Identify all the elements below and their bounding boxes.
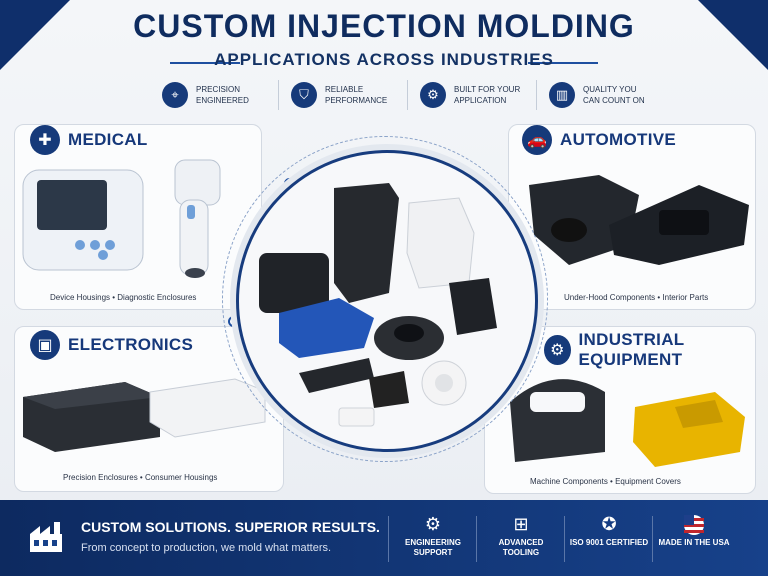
shield-icon: ⛉ [291,82,317,108]
divider [564,516,565,562]
electronics-caption: Precision Enclosures • Consumer Housings [63,473,218,482]
medical-header: ✚ MEDICAL [30,125,148,155]
chart-icon: ▥ [549,82,575,108]
us-flag-icon [654,514,734,538]
feature-strip: ⌖ PRECISION ENGINEERED ⛉ RELIABLE PERFOR… [150,80,650,110]
automotive-caption: Under-Hood Components • Interior Parts [564,293,709,302]
molded-parts-image [259,183,497,427]
footer-badge: ⊞ ADVANCED TOOLING [481,514,561,558]
footer-subtitle: From concept to production, we mold what… [81,542,332,554]
gears-icon: ⚙ [424,514,442,534]
feature-label: BUILT FOR YOUR APPLICATION [454,85,521,105]
footer-badge: ✪ ISO 9001 CERTIFIED [569,514,649,548]
chip-icon: ▣ [30,330,60,360]
certified-icon: ✪ [601,514,617,534]
divider [652,516,653,562]
feature-item: ⌖ PRECISION ENGINEERED [150,80,278,110]
feature-label: PRECISION ENGINEERED [196,85,249,105]
gear-icon: ⚙ [544,335,571,365]
footer-badge: MADE IN THE USA [654,514,734,548]
automotive-card: Under-Hood Components • Interior Parts [508,124,756,310]
divider [388,516,389,562]
industrial-header: ⚙ INDUSTRIAL EQUIPMENT [544,330,768,370]
parts-showcase [236,150,538,452]
footer-title: CUSTOM SOLUTIONS. SUPERIOR RESULTS. [81,519,380,535]
gear-icon: ⚙ [420,82,446,108]
car-icon: 🚗 [522,125,552,155]
feature-label: QUALITY YOU CAN COUNT ON [583,85,645,105]
divider [528,62,598,64]
electronics-title: ELECTRONICS [68,335,194,354]
badge-label: ENGINEERING SUPPORT [404,538,461,557]
automotive-products-image [529,175,749,265]
feature-item: ▥ QUALITY YOU CAN COUNT ON [536,80,665,110]
industrial-caption: Machine Components • Equipment Covers [530,477,681,486]
industrial-products-image [510,379,745,467]
crosshair-icon: ⌖ [162,82,188,108]
divider [170,62,240,64]
footer-badge: ⚙ ENGINEERING SUPPORT [393,514,473,558]
feature-item: ⛉ RELIABLE PERFORMANCE [278,80,407,110]
medical-card: Device Housings • Diagnostic Enclosures [14,124,262,310]
badge-label: ISO 9001 CERTIFIED [569,538,649,547]
feature-item: ⚙ BUILT FOR YOUR APPLICATION [407,80,536,110]
industrial-title: INDUSTRIAL EQUIPMENT [578,330,685,369]
automotive-header: 🚗 AUTOMOTIVE [522,125,676,155]
showcase-ring [222,136,548,462]
medical-cross-icon: ✚ [30,125,60,155]
corner-decoration [698,0,768,70]
corner-decoration [0,0,70,70]
automotive-title: AUTOMOTIVE [560,130,677,149]
medical-products-image [22,159,221,278]
page-title: CUSTOM INJECTION MOLDING [133,8,635,44]
badge-label: ADVANCED TOOLING [498,538,544,557]
page-subtitle: APPLICATIONS ACROSS INDUSTRIES [214,50,554,69]
medical-title: MEDICAL [68,130,148,149]
industrial-card: Machine Components • Equipment Covers [484,326,756,494]
tooling-icon: ⊞ [513,514,529,534]
divider [476,516,477,562]
factory-icon [30,522,62,552]
medical-caption: Device Housings • Diagnostic Enclosures [50,293,197,302]
footer-banner [0,500,768,576]
electronics-products-image [23,378,266,452]
badge-label: MADE IN THE USA [658,538,730,547]
feature-label: RELIABLE PERFORMANCE [325,85,388,105]
electronics-header: ▣ ELECTRONICS [30,330,193,360]
